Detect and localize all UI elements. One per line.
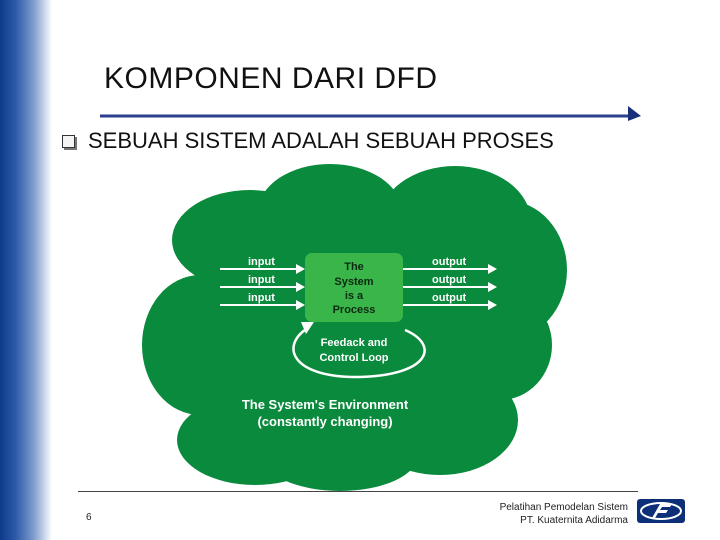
- environment-line-2: (constantly changing): [257, 414, 392, 429]
- feedback-loop: [292, 326, 426, 379]
- feedback-line-1: Feedack and: [321, 337, 388, 349]
- output-label-1: output: [432, 256, 467, 268]
- process-box: [305, 253, 403, 322]
- sidebar-gradient: [0, 0, 52, 540]
- output-label-3: output: [432, 292, 467, 304]
- bullet-box-icon: [62, 134, 75, 148]
- footer-divider: [78, 491, 638, 492]
- input-label-1: input: [248, 256, 275, 268]
- feedback-line-2: Control Loop: [319, 352, 388, 364]
- environment-line-1: The System's Environment: [242, 397, 409, 412]
- input-label-3: input: [248, 292, 275, 304]
- page-number: 6: [86, 512, 92, 523]
- slide-title: KOMPONEN DARI DFD: [104, 62, 438, 95]
- output-label-2: output: [432, 274, 467, 286]
- footer-line-1: Pelatihan Pemodelan Sistem: [499, 502, 628, 513]
- input-label-2: input: [248, 274, 275, 286]
- process-line-3: is a: [345, 290, 364, 302]
- footer-caption: Pelatihan Pemodelan Sistem PT. Kuaternit…: [500, 501, 628, 527]
- process-line-1: The: [344, 261, 364, 273]
- footer-line-2: PT. Kuaternita Adidarma: [520, 515, 628, 526]
- company-logo-icon: [637, 499, 685, 523]
- process-line-4: Process: [333, 304, 376, 316]
- process-line-2: System: [334, 276, 373, 288]
- environment-cloud: [142, 164, 567, 491]
- bullet-text: SEBUAH SISTEM ADALAH SEBUAH PROSES: [88, 128, 554, 153]
- bullet-item: SEBUAH SISTEM ADALAH SEBUAH PROSES: [62, 128, 554, 154]
- feedback-arrowhead: [301, 322, 314, 334]
- title-underline: [100, 106, 641, 121]
